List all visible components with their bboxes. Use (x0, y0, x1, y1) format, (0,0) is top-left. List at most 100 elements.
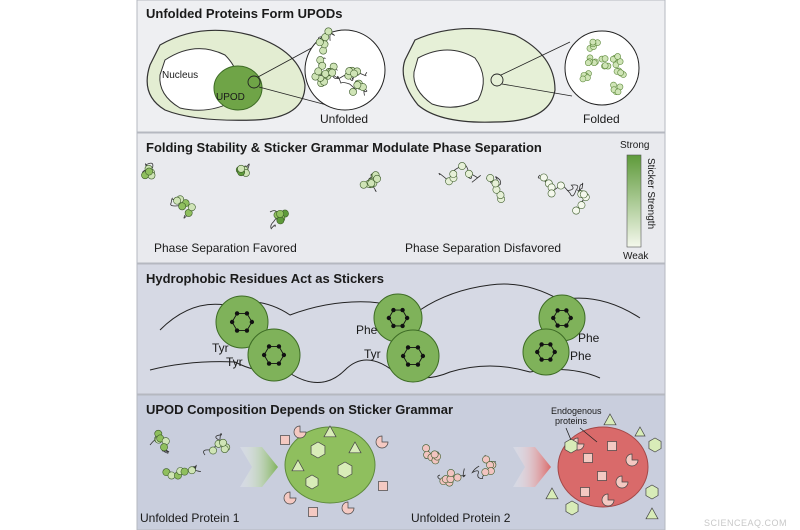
hexagon-protein (310, 441, 326, 459)
sticker-bead (276, 216, 285, 225)
hexagon-protein (645, 484, 659, 500)
arrow-red (513, 447, 551, 487)
square-protein (308, 507, 318, 517)
zoom-line (501, 83, 573, 97)
sticker-bead (446, 469, 455, 477)
sticker-bead (314, 67, 323, 76)
panel-title: Hydrophobic Residues Act as Stickers (146, 271, 384, 286)
pacman-protein (341, 501, 355, 515)
pacman-protein (293, 425, 307, 439)
zoom-marker (490, 73, 504, 87)
triangle-protein (348, 441, 362, 454)
residue-label: Phe (356, 323, 378, 337)
sticker-bead (178, 202, 187, 211)
sticker-bead (556, 181, 565, 190)
aromatic-ring (536, 343, 556, 361)
aromatic-ring (552, 309, 572, 327)
residue-label: Tyr (226, 355, 243, 369)
panel-upod-composition: UPOD Composition Depends on Sticker Gram… (136, 394, 666, 530)
hexagon-protein (564, 438, 578, 454)
unfolded-protein-cluster (311, 27, 368, 96)
sticker-bead (350, 69, 358, 78)
residue-label: Tyr (212, 341, 229, 355)
pointer-line (565, 427, 572, 441)
unfolded-label: Unfolded (320, 112, 368, 126)
sticker-bead (422, 444, 430, 453)
sticker-bead (160, 443, 168, 452)
sticker-bead (373, 174, 382, 183)
sticker-bead (321, 69, 330, 78)
folded-domain-bead (614, 53, 621, 60)
triangle-protein (645, 507, 659, 520)
scale-weak-label: Weak (623, 251, 649, 262)
nucleus (413, 49, 484, 108)
pacman-protein (283, 491, 297, 505)
sticker-bead (315, 38, 324, 47)
residue-label: Phe (578, 331, 600, 345)
sticker-bead (219, 438, 227, 447)
sticker-bead (220, 445, 229, 453)
sticker-bead (209, 446, 217, 455)
square-protein (378, 481, 388, 491)
sticker-bead (237, 164, 245, 173)
sticker-sphere (386, 329, 440, 383)
endogenous-label: proteins (555, 416, 588, 426)
nucleus-label: Nucleus (162, 70, 198, 81)
folded-domain-bead (579, 75, 587, 83)
sticker-bead (328, 68, 337, 77)
sticker-bead (359, 180, 368, 189)
protein-chains (149, 429, 497, 487)
pacman-protein (601, 493, 615, 507)
aromatic-ring (402, 346, 424, 366)
hexagon-protein (648, 437, 662, 453)
hexagon-protein (337, 461, 353, 479)
aromatic-ring (263, 345, 285, 365)
sticker-bead (173, 196, 181, 205)
sticker-bead (496, 191, 505, 199)
sticker-bead (353, 81, 362, 89)
folded-protein-cluster (579, 38, 627, 96)
sticker-bead (492, 185, 501, 194)
sticker-bead (180, 467, 189, 476)
folded-label: Folded (583, 112, 620, 126)
sticker-bead (349, 88, 357, 96)
backbone-chain (149, 359, 601, 383)
sticker-bead (539, 173, 548, 182)
scale-axis-label: Sticker Strength (645, 158, 656, 229)
triangle-protein (603, 413, 617, 426)
watermark: SCIENCEAQ.COM (704, 518, 787, 528)
folded-domain-bead (589, 38, 597, 46)
sticker-sphere (522, 328, 570, 376)
protein2-label: Unfolded Protein 2 (411, 511, 511, 525)
residue-label: Phe (570, 349, 592, 363)
pacman-protein (625, 453, 639, 467)
sticker-bead (486, 174, 495, 182)
aromatic-ring (388, 309, 408, 327)
pacman-protein (375, 435, 389, 449)
zoom-marker (247, 75, 261, 89)
sticker-bead (547, 189, 556, 198)
sticker-bead (449, 170, 458, 178)
folded-domain-bead (601, 55, 609, 62)
zoom-line (500, 41, 571, 76)
triangle-protein (634, 426, 646, 437)
sticker-strength-scale (626, 154, 642, 248)
aromatic-stickers (215, 293, 586, 383)
sticker-bead (367, 179, 376, 188)
pacman-protein (615, 475, 629, 489)
folded-domain-bead (614, 88, 622, 96)
panel-title: Folding Stability & Sticker Grammar Modu… (146, 140, 542, 155)
panel-title: UPOD Composition Depends on Sticker Gram… (146, 402, 453, 417)
sticker-bead (572, 206, 581, 215)
residue-label: Tyr (364, 347, 381, 361)
arrow-green (240, 447, 278, 487)
folded-domain-bead (584, 59, 592, 67)
triangle-protein (545, 487, 559, 500)
sticker-bead (324, 27, 333, 36)
sticker-bead (188, 466, 196, 475)
square-protein (607, 441, 617, 451)
panel-phase-separation: Folding Stability & Sticker Grammar Modu… (136, 132, 666, 264)
hexagon-protein (305, 474, 319, 490)
protein-chains (141, 162, 590, 230)
